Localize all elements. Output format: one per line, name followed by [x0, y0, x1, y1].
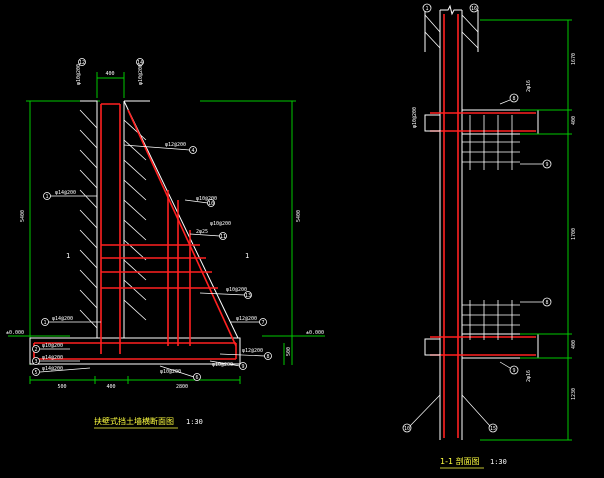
callout-bubbles — [32, 58, 272, 381]
dim-toe: 500 — [57, 384, 66, 390]
callout-num: 9 — [545, 162, 548, 168]
callout-num: 9 — [512, 368, 515, 374]
callout-num: 8 — [545, 300, 548, 306]
callout-num: 2 — [34, 347, 37, 353]
stem-hatching — [79, 109, 147, 329]
rebar-spec: φ14@200 — [42, 366, 63, 372]
dim-seg: 1670 — [571, 53, 577, 65]
callout-num: 1 — [45, 194, 48, 200]
rebar-spec: 2φ25 — [196, 229, 208, 235]
dim-seg: 1700 — [571, 228, 577, 240]
callout-num: 14 — [137, 60, 143, 66]
callout-num: 16 — [471, 6, 477, 12]
dim-base-thickness: 500 — [286, 347, 292, 356]
dim-stem: 400 — [106, 384, 115, 390]
callout-num: 1 — [43, 320, 46, 326]
callout-num: 13 — [245, 293, 251, 299]
callout-num: 9 — [241, 364, 244, 370]
rebar-spec: φ10@200 — [138, 64, 144, 85]
rebar-label: φ10@200 — [412, 107, 418, 128]
rebar-spec: φ10@200 — [210, 221, 231, 227]
dim-seg: 400 — [571, 116, 577, 125]
rebar-spec: φ12@200 — [242, 348, 263, 354]
elevation-left: ±0.000 — [6, 330, 24, 336]
dim-seg: 400 — [571, 340, 577, 349]
rebar-spec: φ12@200 — [236, 316, 257, 322]
section-mark-right: 1 — [245, 252, 249, 260]
dim-height-right: 5400 — [296, 210, 302, 222]
callout-num: 10 — [208, 201, 214, 207]
callout-num: 4 — [191, 148, 194, 154]
callout-num: 12 — [79, 60, 85, 66]
callout-num: 11 — [220, 234, 226, 240]
rebar-cross-section — [33, 103, 237, 360]
rebar-label: 2φ16 — [526, 370, 532, 382]
dim-seg: 1230 — [571, 388, 577, 400]
callout-num: 10 — [404, 426, 410, 432]
rebar-spec: φ10@200 — [226, 287, 247, 293]
cross-section-view: 1 4 10 11 13 1 7 2 3 5 6 8 9 12 14 φ14@2… — [6, 58, 325, 429]
dim-top: 400 — [105, 71, 114, 77]
rebar-spec: φ10@200 — [42, 343, 63, 349]
callout-num: 8 — [512, 96, 515, 102]
rebar-spec: φ10@200 — [196, 196, 217, 202]
callout-num: 7 — [261, 320, 264, 326]
rebar-spec: φ10@200 — [212, 362, 233, 368]
rebar-spec: φ14@200 — [55, 190, 76, 196]
callout-num: 1 — [425, 6, 428, 12]
section-mark-left: 1 — [66, 252, 70, 260]
rebar-spec: φ12@200 — [165, 142, 186, 148]
elevation-right: ±0.000 — [306, 330, 324, 336]
rebar-spec: φ10@200 — [160, 369, 181, 375]
callout-num: 15 — [490, 426, 496, 432]
right-view-title: 1-1 剖面图 — [440, 456, 480, 466]
leader-lines — [39, 144, 266, 378]
rebar-spec: φ10@200 — [76, 64, 82, 85]
callout-num: 3 — [34, 359, 37, 365]
callout-num: 6 — [195, 375, 198, 381]
rebar-spec: φ14@200 — [52, 316, 73, 322]
callout-num: 8 — [266, 354, 269, 360]
callout-num: 5 — [34, 370, 37, 376]
left-view-scale: 1:30 — [186, 418, 203, 426]
rebar-label: 2φ16 — [526, 80, 532, 92]
dim-heel: 2800 — [176, 384, 188, 390]
dim-height-left: 5400 — [20, 210, 26, 222]
lower-ledge-hatch — [462, 300, 520, 340]
right-view-scale: 1:30 — [490, 458, 507, 466]
upper-ledge-hatch — [462, 115, 520, 170]
section-1-1-view: 1670 400 1700 400 1230 1 16 8 9 8 9 2φ16… — [402, 3, 577, 469]
left-view-title: 扶壁式挡土墙横断面图 — [94, 416, 174, 426]
rebar-spec: φ14@200 — [42, 355, 63, 361]
